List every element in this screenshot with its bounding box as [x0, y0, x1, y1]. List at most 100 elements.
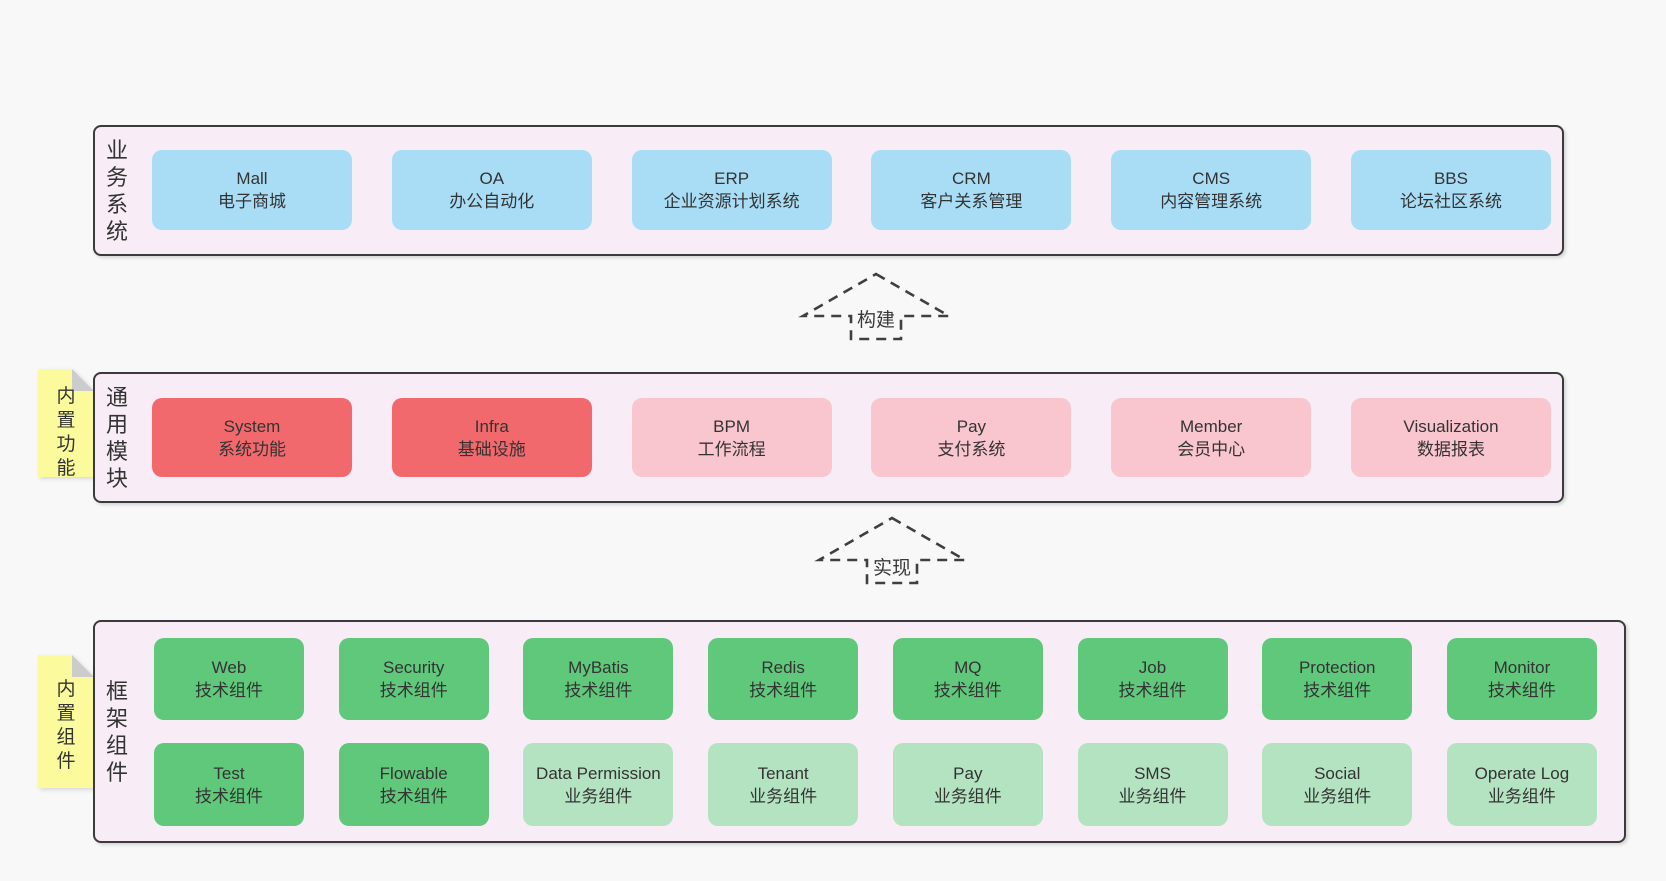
- box-title: Pay: [956, 416, 987, 436]
- layer-label-business-systems: 业务系统: [105, 137, 128, 244]
- box-subtitle: 技术组件: [749, 681, 818, 700]
- box-title: OA: [479, 169, 505, 188]
- module-box-tenant: Tenant 业务组件: [708, 743, 859, 826]
- box-subtitle: 技术组件: [379, 786, 448, 806]
- arrow-implement-label: 实现: [869, 557, 915, 580]
- module-box-social: Social 业务组件: [1262, 743, 1413, 826]
- box-row: System 系统功能 Infra 基础设施 BPM 工作流程 Pay 支付系统 Member 会…: [152, 398, 1551, 477]
- module-box-erp: ERP 企业资源计划系统: [631, 150, 832, 230]
- box-title: Job: [1138, 658, 1167, 677]
- box-title: Mall: [236, 169, 268, 188]
- module-box-monitor: Monitor 技术组件: [1446, 638, 1597, 720]
- box-subtitle: 业务组件: [749, 786, 818, 806]
- box-subtitle: 业务组件: [1303, 786, 1372, 806]
- layer-label-framework-components: 框架组件: [105, 678, 128, 785]
- box-subtitle: 技术组件: [1118, 681, 1187, 700]
- box-subtitle: 数据报表: [1416, 439, 1485, 459]
- module-box-infra: Infra 基础设施: [391, 398, 592, 477]
- module-box-flowable: Flowable 技术组件: [338, 743, 489, 826]
- box-subtitle: 论坛社区系统: [1399, 192, 1502, 211]
- module-box-operate-log: Operate Log 业务组件: [1446, 743, 1597, 826]
- box-subtitle: 技术组件: [933, 681, 1002, 700]
- module-box-mq: MQ 技术组件: [892, 638, 1043, 720]
- box-subtitle: 业务组件: [564, 786, 633, 806]
- box-title: Infra: [474, 416, 509, 436]
- module-box-crm: CRM 客户关系管理: [871, 150, 1072, 230]
- layer-business-systems: 业务系统 Mall 电子商城 OA 办公自动化 ERP 企业资源计划系统 CRM 客户关系管理…: [93, 125, 1564, 256]
- box-subtitle: 业务组件: [1487, 786, 1556, 806]
- module-box-redis: Redis 技术组件: [708, 638, 859, 720]
- box-subtitle: 支付系统: [937, 439, 1006, 459]
- layer-common-modules: 通用模块 System 系统功能 Infra 基础设施 BPM 工作流程 Pay 支付系统 Me…: [93, 372, 1564, 503]
- box-title: Monitor: [1493, 658, 1551, 677]
- box-subtitle: 内容管理系统: [1160, 192, 1263, 211]
- box-subtitle: 电子商城: [218, 192, 286, 211]
- box-subtitle: 客户关系管理: [920, 192, 1023, 211]
- box-title: Test: [213, 763, 245, 783]
- box-title: CRM: [952, 169, 991, 188]
- box-title: Tenant: [757, 763, 809, 783]
- box-subtitle: 业务组件: [933, 786, 1002, 806]
- arrow-build-label: 构建: [853, 309, 899, 332]
- box-title: Redis: [761, 658, 805, 677]
- sticky-note-builtin-features: 内置功能: [38, 369, 94, 479]
- module-box-pay: Pay 支付系统: [871, 398, 1072, 477]
- module-box-mall: Mall 电子商城: [152, 150, 352, 230]
- box-title: SMS: [1134, 763, 1171, 783]
- module-box-protection: Protection 技术组件: [1262, 638, 1413, 720]
- module-box-job: Job 技术组件: [1077, 638, 1228, 720]
- sticky-note-text: 内置组件: [56, 678, 76, 772]
- box-subtitle: 基础设施: [457, 439, 526, 459]
- box-title: Member: [1180, 416, 1243, 436]
- up-block-arrow-icon: [814, 516, 970, 585]
- module-box-web: Web 技术组件: [154, 638, 304, 720]
- box-title: MQ: [954, 658, 982, 677]
- box-subtitle: 工作流程: [697, 439, 766, 459]
- module-box-member: Member 会员中心: [1111, 398, 1312, 477]
- box-title: Visualization: [1403, 416, 1499, 436]
- module-box-visualization: Visualization 数据报表: [1350, 398, 1551, 477]
- box-subtitle: 技术组件: [379, 681, 448, 700]
- box-subtitle: 会员中心: [1177, 439, 1246, 459]
- module-box-oa: OA 办公自动化: [391, 150, 592, 230]
- sticky-note-shape-icon: [38, 369, 94, 477]
- box-title: Flowable: [379, 763, 448, 783]
- box-title: ERP: [714, 169, 750, 188]
- box-subtitle: 技术组件: [195, 786, 263, 806]
- box-subtitle: 技术组件: [1303, 681, 1372, 700]
- box-title: Web: [211, 658, 247, 677]
- box-title: Protection: [1298, 658, 1376, 677]
- box-title: CMS: [1192, 169, 1231, 188]
- box-subtitle: 技术组件: [195, 681, 263, 700]
- box-title: BPM: [713, 416, 751, 436]
- box-title: Data Permission: [536, 763, 661, 783]
- arrow-implement: 实现: [814, 515, 970, 585]
- box-subtitle: 办公自动化: [449, 192, 535, 211]
- box-title: Social: [1314, 763, 1361, 783]
- box-title: Pay: [953, 763, 983, 783]
- box-title: Security: [382, 658, 445, 677]
- module-box-cms: CMS 内容管理系统: [1111, 150, 1312, 230]
- module-box-bpm: BPM 工作流程: [631, 398, 832, 477]
- module-box-system: System 系统功能: [152, 398, 352, 477]
- box-title: Operate Log: [1474, 763, 1570, 783]
- box-subtitle: 业务组件: [1118, 786, 1187, 806]
- module-box-pay: Pay 业务组件: [892, 743, 1043, 826]
- arrow-build: 构建: [798, 271, 954, 341]
- up-block-arrow-icon: [798, 272, 954, 341]
- sticky-note-shape-icon: [38, 655, 94, 788]
- module-box-sms: SMS 业务组件: [1077, 743, 1228, 826]
- module-box-test: Test 技术组件: [154, 743, 304, 826]
- box-subtitle: 技术组件: [564, 681, 633, 700]
- box-title: System: [223, 416, 281, 436]
- box-subtitle: 系统功能: [218, 439, 286, 459]
- box-subtitle: 技术组件: [1487, 681, 1556, 700]
- box-subtitle: 企业资源计划系统: [663, 192, 800, 211]
- layer-label-common-modules: 通用模块: [105, 384, 128, 491]
